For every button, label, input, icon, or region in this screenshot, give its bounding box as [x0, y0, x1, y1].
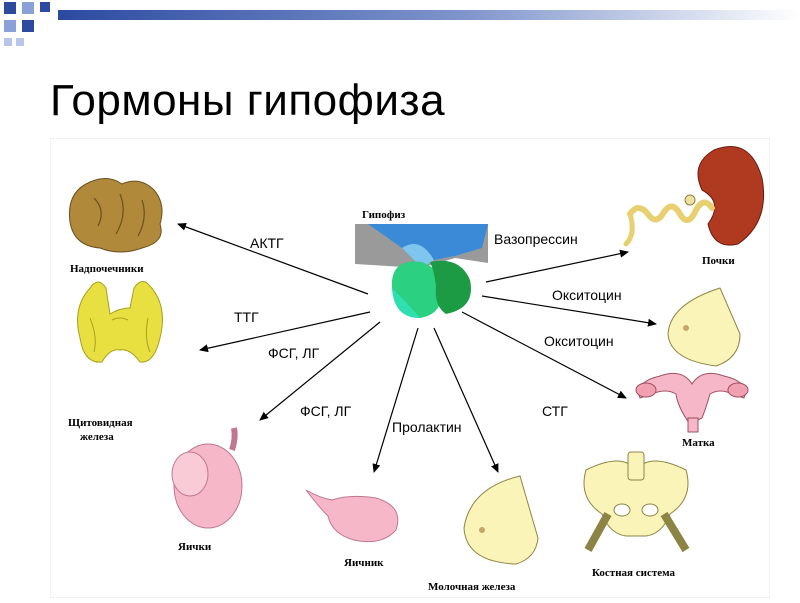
- organ-label-kidneys: Почки: [702, 255, 735, 267]
- organ-label-bone: Костная система: [592, 567, 676, 579]
- hormone-label-oxytocin-1: Окситоцин: [552, 287, 622, 303]
- ovary-image: Яичник: [305, 489, 399, 569]
- organ-label-mammary: Молочная железа: [428, 581, 516, 593]
- hormone-label-oxytocin-2: Окситоцин: [544, 333, 614, 349]
- hormone-label-actg: АКТГ: [250, 235, 284, 251]
- mammary-gland-image: Молочная железа: [428, 475, 539, 593]
- organ-label-ovary: Яичник: [344, 557, 384, 569]
- hormone-label-ttg: ТТГ: [234, 309, 259, 325]
- pituitary-label: Гипофиз: [362, 209, 406, 221]
- organ-label-adrenal: Надпочечники: [70, 263, 144, 275]
- hormone-label-fsg-lg-2: ФСГ, ЛГ: [300, 403, 352, 419]
- kidney-image: Почки: [623, 146, 765, 267]
- uterus-image: Матка: [635, 372, 749, 449]
- hormone-label-prolactin: Пролактин: [392, 419, 462, 435]
- testes-image: Яички: [171, 427, 243, 553]
- bone-system-image: Костная система: [583, 451, 690, 579]
- hormone-label-stg: СТГ: [542, 403, 568, 419]
- organ-label-testes: Яички: [178, 541, 212, 553]
- pituitary-gland: Гипофиз: [355, 209, 488, 318]
- organ-label-thyroid-line1: Щитовидная: [68, 417, 133, 429]
- organ-label-thyroid-line2: железа: [80, 431, 114, 443]
- adrenal-gland-image: Надпочечники: [68, 178, 163, 275]
- hormone-arrows: [177, 223, 657, 473]
- page-title: Гормоны гипофиза: [50, 76, 446, 125]
- hormone-label-vasopressin: Вазопрессин: [494, 231, 578, 247]
- breast-image: [667, 287, 741, 367]
- thyroid-image: Щитовидная железа: [68, 281, 163, 443]
- title-decoration-bar: [0, 0, 800, 60]
- hormone-diagram: Гипофиз АКТГ ТТГ ФСГ, ЛГ ФСГ, ЛГ Пролакт…: [49, 137, 771, 599]
- organ-label-uterus: Матка: [682, 437, 715, 449]
- hormone-label-fsg-lg-1: ФСГ, ЛГ: [268, 345, 320, 361]
